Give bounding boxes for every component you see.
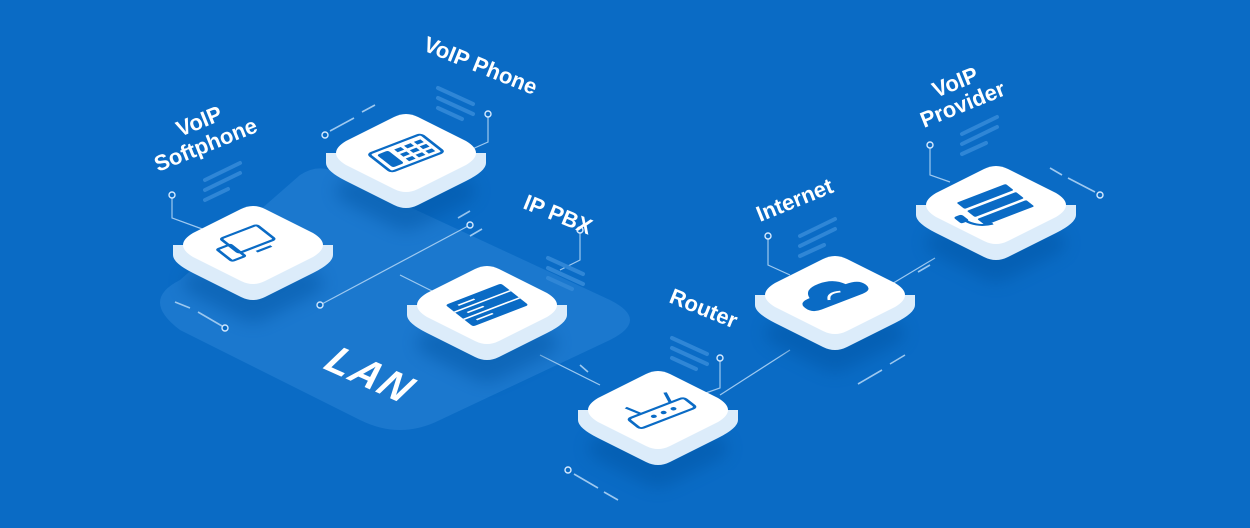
server-rack-icon	[446, 284, 528, 326]
wire-router-internet	[719, 349, 791, 396]
node-router[interactable]	[578, 371, 738, 487]
router-icon	[624, 392, 697, 429]
node-ip-pbx[interactable]	[407, 266, 567, 382]
node-dot	[484, 110, 492, 118]
cloud-icon	[802, 281, 869, 312]
decorative-dashes	[174, 104, 1104, 501]
node-dot	[764, 232, 772, 240]
router-label: Router	[666, 283, 741, 333]
node-dot	[926, 141, 934, 149]
wire-internet-label	[767, 236, 791, 276]
wire-internet-provider	[889, 257, 936, 286]
label-stripes	[203, 86, 999, 371]
node-internet[interactable]	[755, 256, 915, 372]
node-dot	[466, 221, 474, 229]
node-dot	[316, 301, 324, 309]
internet-label: Internet	[753, 173, 838, 227]
pbx-label: IP PBX	[520, 189, 596, 239]
desk-phone-icon	[368, 133, 444, 173]
computer-devices-icon	[216, 224, 276, 262]
node-voip-provider[interactable]	[916, 166, 1076, 282]
wire-pbx-router	[539, 354, 601, 386]
server-headset-icon	[954, 184, 1034, 226]
wire-softphone-label	[171, 195, 206, 231]
node-voip-softphone[interactable]	[173, 206, 333, 322]
wire-phone-label	[469, 114, 489, 151]
node-voip-phone[interactable]	[326, 114, 486, 230]
node-dot	[168, 191, 176, 199]
node-dot	[716, 354, 724, 362]
wire-provider-label	[929, 145, 951, 183]
wire-lan-cross	[319, 224, 471, 306]
node-dot	[576, 226, 584, 234]
